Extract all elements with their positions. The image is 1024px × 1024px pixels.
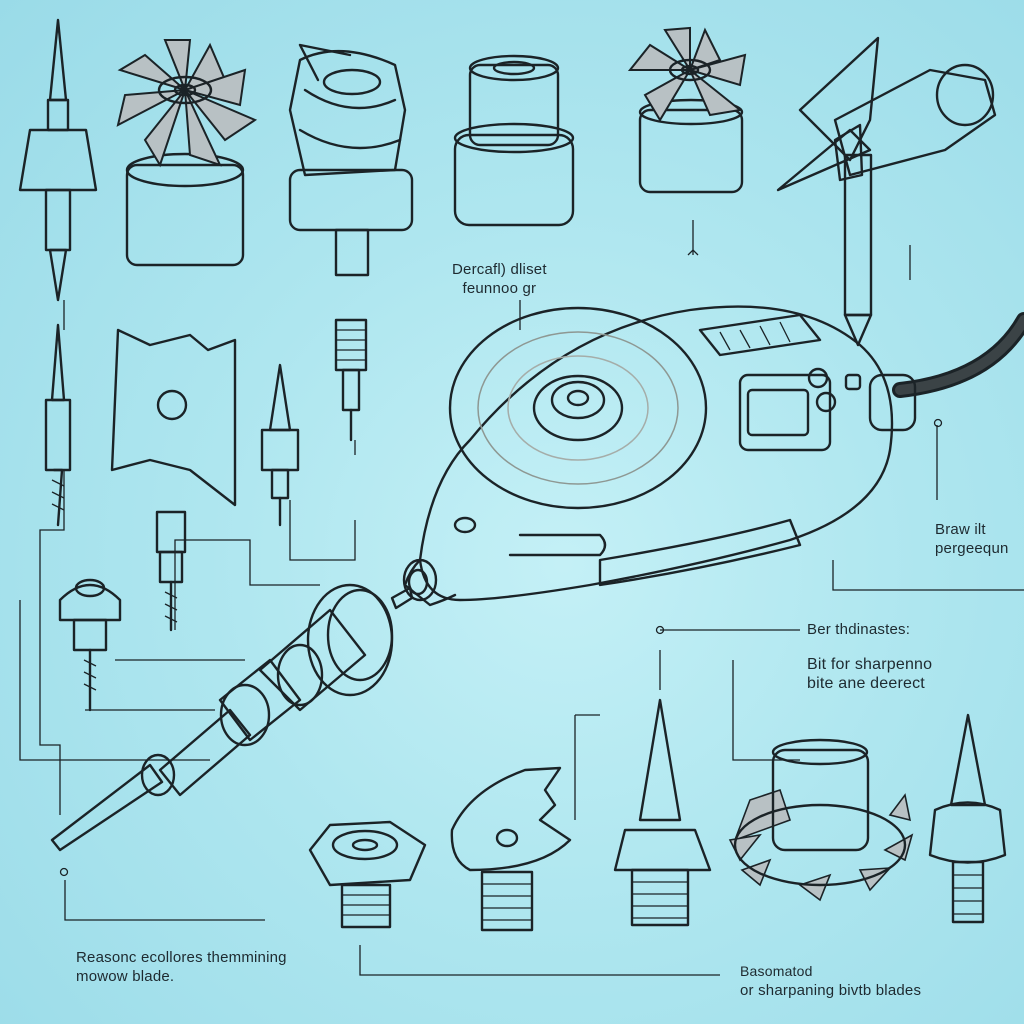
threaded-screw-bit-icon	[334, 318, 368, 442]
label-right-middle-line2: pergeequn	[935, 540, 1009, 557]
mounted-point-bit-icon	[928, 713, 1007, 924]
mushroom-bit-icon	[58, 578, 122, 712]
label-bottom-left-line1: Reasonc ecollores themmining	[76, 949, 287, 966]
saw-wheel-bit-icon	[728, 738, 914, 902]
power-cord-icon	[868, 312, 1024, 432]
label-top-center-line2: feunnoo gr	[462, 280, 537, 297]
rotary-tool-icon	[390, 305, 894, 610]
label-bottom-left-line2: mowow blade.	[76, 968, 175, 985]
flat-flap-wheel-bit-icon	[308, 820, 427, 929]
label-top-center: Dercafl) dliset feunnoo gr	[452, 260, 547, 298]
cone-grinding-bit-icon	[613, 698, 712, 927]
mower-blade-icon	[110, 328, 237, 507]
label-right-list-desc: Bit for sharpenno bite ane deerect	[807, 655, 932, 693]
label-right-list-desc-line2: bite ane deerect	[807, 675, 925, 692]
curved-blade-bit-icon	[450, 766, 572, 932]
small-screw-bit-icon	[155, 510, 187, 632]
label-bottom-right-line1: Basomatod	[740, 963, 813, 979]
label-right-middle: Braw ilt pergeequn	[935, 520, 1009, 558]
grinding-disc-icon	[448, 306, 708, 510]
flap-wheel-bit-icon	[116, 39, 258, 267]
label-right-list-desc-line1: Bit for sharpenno	[807, 656, 933, 673]
axe-blade-icon	[776, 36, 997, 347]
collet-nut-icon	[50, 583, 394, 852]
label-right-middle-line1: Braw ilt	[935, 521, 986, 538]
long-needle-bit-icon	[44, 323, 72, 527]
pointed-spindle-bit-icon	[18, 18, 98, 302]
small-flap-wheel-bit-icon	[627, 26, 747, 194]
spiral-cutter-bit-icon	[288, 43, 414, 277]
sanding-drum-bit-icon	[453, 54, 575, 227]
leader-lines	[19, 220, 1024, 976]
label-bottom-right-line2: or sharpaning bivtb blades	[740, 982, 922, 999]
label-right-list-heading: Ber thdinastes:	[807, 621, 911, 638]
label-bottom-right: Basomatod or sharpaning bivtb blades	[740, 962, 921, 1000]
label-bottom-left: Reasonc ecollores themmining mowow blade…	[76, 948, 287, 986]
label-top-center-line1: Dercafl) dliset	[452, 261, 547, 278]
pointed-grinding-stone-icon	[260, 363, 300, 527]
